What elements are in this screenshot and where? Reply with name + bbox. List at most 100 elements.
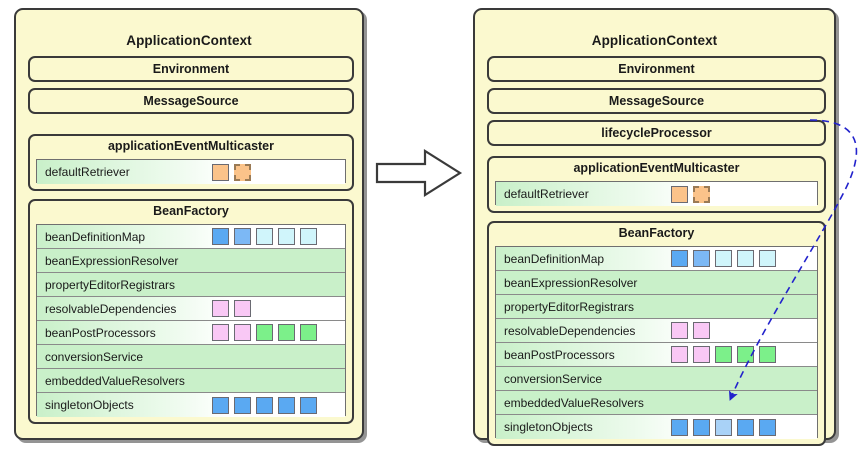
table-row[interactable]: beanPostProcessors	[496, 343, 817, 367]
row-slot-group	[212, 321, 317, 344]
right-panel-title: ApplicationContext	[591, 33, 718, 48]
bean-factory-group: BeanFactory beanDefinitionMap beanExpressi…	[28, 199, 354, 424]
slot-square[interactable]	[234, 228, 251, 245]
context-bar-environment[interactable]: Environment	[28, 56, 354, 82]
table-row[interactable]: conversionService	[37, 345, 345, 369]
table-row[interactable]: conversionService	[496, 367, 817, 391]
application-event-multicaster-group: applicationEventMulticaster defaultRetrie…	[487, 156, 826, 213]
row-label: beanExpressionResolver	[504, 275, 638, 290]
slot-square[interactable]	[234, 396, 251, 414]
row-label: beanExpressionResolver	[45, 253, 179, 268]
slot-square[interactable]	[212, 228, 229, 245]
row-label: resolvableDependencies	[45, 301, 177, 316]
slot-square[interactable]	[256, 324, 273, 341]
slot-square-placeholder[interactable]	[693, 185, 710, 203]
slot-square[interactable]	[212, 396, 229, 414]
table-row[interactable]: embeddedValueResolvers	[496, 391, 817, 415]
table-row[interactable]: defaultRetriever	[496, 182, 817, 206]
slot-square[interactable]	[212, 163, 229, 181]
row-label: propertyEditorRegistrars	[504, 299, 635, 314]
table-row[interactable]: beanDefinitionMap	[37, 225, 345, 249]
table-row[interactable]: embeddedValueResolvers	[37, 369, 345, 393]
application-event-multicaster-group: applicationEventMulticaster defaultRetrie…	[28, 134, 354, 191]
row-slot-group	[671, 247, 776, 270]
slot-square[interactable]	[278, 396, 295, 414]
slot-square[interactable]	[671, 346, 688, 363]
row-slot-group	[671, 415, 776, 439]
slot-square[interactable]	[693, 346, 710, 363]
slot-square[interactable]	[671, 185, 688, 203]
slot-square[interactable]	[737, 250, 754, 267]
slot-square[interactable]	[759, 418, 776, 436]
table-row[interactable]: propertyEditorRegistrars	[496, 295, 817, 319]
slot-square[interactable]	[278, 228, 295, 245]
slot-square[interactable]	[278, 324, 295, 341]
bean-factory-title: BeanFactory	[153, 204, 229, 218]
table-row[interactable]: defaultRetriever	[37, 160, 345, 184]
table-row[interactable]: propertyEditorRegistrars	[37, 273, 345, 297]
bean-factory-title: BeanFactory	[618, 226, 695, 240]
context-bar-environment[interactable]: Environment	[487, 56, 826, 82]
slot-square[interactable]	[693, 250, 710, 267]
slot-square[interactable]	[671, 418, 688, 436]
table-row[interactable]: beanExpressionResolver	[37, 249, 345, 273]
multicaster-title: applicationEventMulticaster	[107, 139, 274, 153]
slot-square-placeholder[interactable]	[234, 163, 251, 181]
slot-square[interactable]	[671, 322, 688, 339]
table-row[interactable]: resolvableDependencies	[496, 319, 817, 343]
slot-square[interactable]	[715, 346, 732, 363]
beanfactory-rows: beanDefinitionMap beanExpressionResolver p…	[36, 224, 346, 417]
row-label: beanPostProcessors	[504, 347, 615, 362]
row-label: beanPostProcessors	[45, 325, 156, 340]
row-label: resolvableDependencies	[504, 323, 636, 338]
row-label: propertyEditorRegistrars	[45, 277, 176, 292]
slot-square[interactable]	[300, 228, 317, 245]
slot-square[interactable]	[759, 346, 776, 363]
multicaster-rows: defaultRetriever	[36, 159, 346, 184]
row-slot-group	[212, 225, 317, 248]
right-block-arrow	[375, 149, 463, 197]
slot-square[interactable]	[737, 346, 754, 363]
row-label: embeddedValueResolvers	[45, 373, 185, 388]
slot-square[interactable]	[234, 324, 251, 341]
context-bar-messagesource[interactable]: MessageSource	[487, 88, 826, 114]
row-label: conversionService	[504, 371, 603, 386]
row-label: singletonObjects	[45, 398, 134, 412]
bean-factory-group: BeanFactory beanDefinitionMap beanExpressi…	[487, 221, 826, 446]
table-row[interactable]: resolvableDependencies	[37, 297, 345, 321]
slot-square[interactable]	[693, 322, 710, 339]
slot-square[interactable]	[715, 418, 732, 436]
table-row[interactable]: beanExpressionResolver	[496, 271, 817, 295]
row-label: defaultRetriever	[45, 165, 130, 179]
slot-square[interactable]	[256, 396, 273, 414]
table-row[interactable]: singletonObjects	[496, 415, 817, 439]
beanfactory-rows: beanDefinitionMap beanExpressionResolver p…	[495, 246, 818, 439]
slot-square[interactable]	[234, 300, 251, 317]
row-label: embeddedValueResolvers	[504, 395, 644, 410]
slot-square[interactable]	[671, 250, 688, 267]
row-label: defaultRetriever	[504, 187, 589, 201]
row-slot-group	[212, 297, 251, 320]
row-slot-group	[671, 343, 776, 366]
slot-square[interactable]	[715, 250, 732, 267]
multicaster-rows: defaultRetriever	[495, 181, 818, 206]
row-slot-group	[671, 182, 710, 206]
table-row[interactable]: beanDefinitionMap	[496, 247, 817, 271]
slot-square[interactable]	[737, 418, 754, 436]
table-row[interactable]: singletonObjects	[37, 393, 345, 417]
slot-square[interactable]	[300, 324, 317, 341]
multicaster-title: applicationEventMulticaster	[573, 161, 740, 175]
row-label: singletonObjects	[504, 420, 593, 434]
table-row[interactable]: beanPostProcessors	[37, 321, 345, 345]
slot-square[interactable]	[300, 396, 317, 414]
slot-square[interactable]	[759, 250, 776, 267]
slot-square[interactable]	[212, 324, 229, 341]
context-bar-messagesource[interactable]: MessageSource	[28, 88, 354, 114]
slot-square[interactable]	[256, 228, 273, 245]
context-bar-lifecycleprocessor[interactable]: lifecycleProcessor	[487, 120, 826, 146]
row-slot-group	[212, 160, 251, 184]
slot-square[interactable]	[212, 300, 229, 317]
slot-square[interactable]	[693, 418, 710, 436]
